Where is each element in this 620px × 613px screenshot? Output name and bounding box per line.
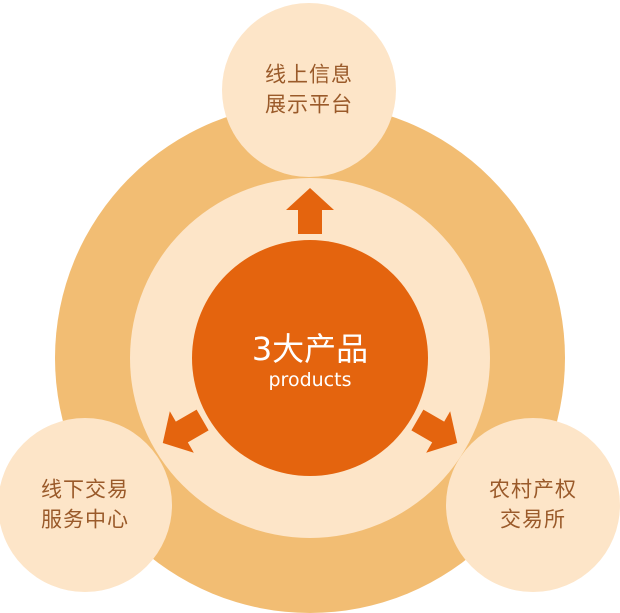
center-title: 3大产品 (251, 330, 369, 369)
node-top-circle (222, 3, 396, 177)
arrow-down-right-icon (411, 409, 458, 453)
node-left-line1: 线下交易 (41, 477, 129, 502)
core-circle (192, 240, 428, 476)
node-left-line2: 服务中心 (41, 508, 129, 532)
arrow-up-icon (286, 188, 334, 234)
node-top-line1: 线上信息 (265, 62, 353, 87)
node-right-line2: 交易所 (500, 508, 566, 532)
arrow-down-left-icon (162, 409, 209, 453)
center-subtitle: products (268, 369, 352, 392)
node-right-label: 农村产权 交易所 (489, 475, 577, 536)
node-right-line1: 农村产权 (489, 477, 577, 502)
node-top-label: 线上信息 展示平台 (265, 60, 353, 121)
node-left-circle (0, 418, 172, 592)
node-top-line2: 展示平台 (265, 93, 353, 117)
node-left-label: 线下交易 服务中心 (41, 475, 129, 536)
node-right-circle (446, 418, 620, 592)
center-label: 3大产品 products (251, 330, 369, 392)
